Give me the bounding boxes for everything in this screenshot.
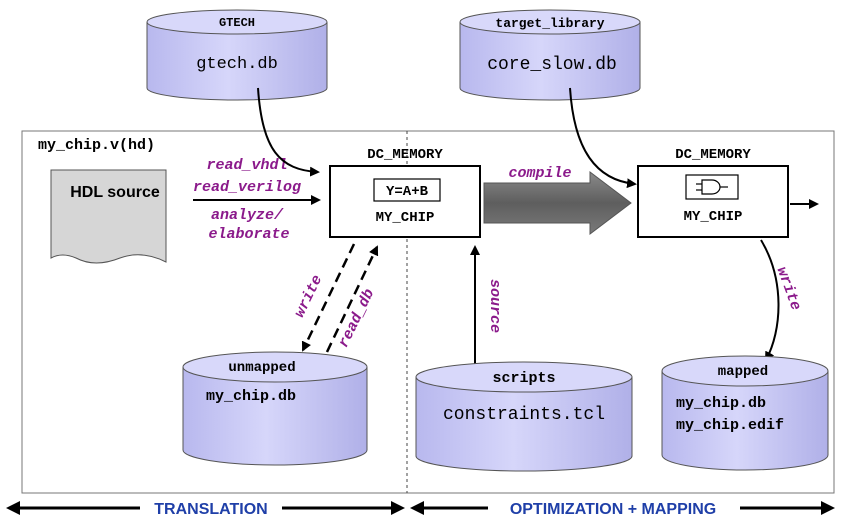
write-right-arrow xyxy=(760,239,780,362)
dc-memory-right-box: MY_CHIP xyxy=(637,165,789,238)
equation-box xyxy=(373,178,441,202)
target-library-file: core_slow.db xyxy=(487,55,617,75)
elaborate-label: elaborate xyxy=(208,226,289,243)
gtech-title: GTECH xyxy=(219,16,255,30)
scripts-title: scripts xyxy=(492,370,555,387)
gtech-file: gtech.db xyxy=(196,55,278,74)
read-verilog-label: read_verilog xyxy=(193,179,301,196)
optimization-label: OPTIMIZATION + MAPPING xyxy=(510,501,716,518)
write-dashed-arrow xyxy=(301,243,356,352)
unmapped-cylinder: unmapped my_chip.db xyxy=(182,351,368,466)
mapped-file-db: my_chip.db xyxy=(676,395,766,412)
mapped-title: mapped xyxy=(718,364,768,380)
gtech-db-cylinder: GTECH gtech.db xyxy=(146,9,328,101)
and-gate-icon xyxy=(685,174,739,200)
dc-memory-left-name: MY_CHIP xyxy=(376,210,435,226)
scripts-cylinder: scripts constraints.tcl xyxy=(415,361,633,472)
optimization-phase-arrow: OPTIMIZATION + MAPPING xyxy=(410,501,835,518)
gtech-link-arrow xyxy=(257,87,320,177)
compile-arrow xyxy=(483,170,632,236)
scripts-file: constraints.tcl xyxy=(443,405,605,425)
unmapped-title: unmapped xyxy=(228,360,295,376)
translation-label: TRANSLATION xyxy=(154,501,267,518)
dc-memory-left-box: Y=A+B MY_CHIP xyxy=(329,165,481,238)
target-library-title: target_library xyxy=(495,16,604,31)
target-library-link-arrow xyxy=(569,87,637,189)
hdl-source-label: HDL source xyxy=(70,184,160,201)
source-label: source xyxy=(486,279,503,333)
dc-memory-left-title: DC_MEMORY xyxy=(367,147,443,163)
hdl-source-document: HDL source xyxy=(50,169,167,264)
read-vhdl-label: read_vhdl xyxy=(206,157,287,174)
design-frame xyxy=(21,130,835,494)
unmapped-file: my_chip.db xyxy=(206,388,296,405)
write-left-label: write xyxy=(291,273,326,321)
mapped-cylinder: mapped my_chip.db my_chip.edif xyxy=(661,355,829,471)
read-db-dashed-arrow xyxy=(325,245,379,353)
mapped-file-edif: my_chip.edif xyxy=(676,417,784,434)
analyze-label: analyze/ xyxy=(211,207,284,224)
dc-memory-right-title: DC_MEMORY xyxy=(675,147,751,163)
target-library-cylinder: target_library core_slow.db xyxy=(459,9,641,101)
equation-label: Y=A+B xyxy=(386,184,429,200)
compile-label: compile xyxy=(508,165,571,182)
dc-memory-right-name: MY_CHIP xyxy=(684,209,743,225)
translation-phase-arrow: TRANSLATION xyxy=(6,501,405,518)
frame-label: my_chip.v(hd) xyxy=(38,137,155,154)
